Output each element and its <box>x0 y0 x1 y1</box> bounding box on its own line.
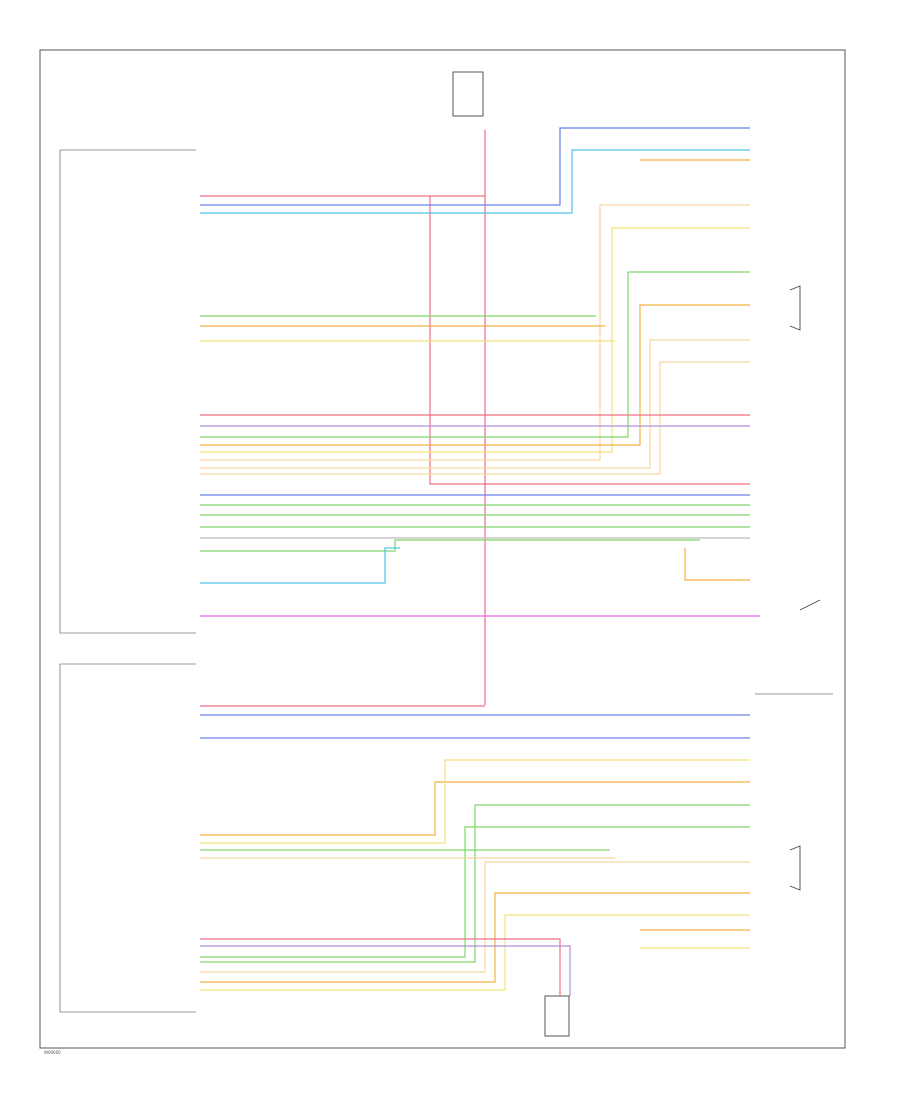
seat-switch-lower <box>789 845 801 891</box>
wire <box>200 914 750 991</box>
wire <box>200 861 750 973</box>
brake-switch <box>799 599 821 611</box>
wire <box>200 804 750 963</box>
wire <box>200 938 561 996</box>
wire <box>684 548 750 581</box>
wire <box>200 539 700 552</box>
wire <box>200 361 750 475</box>
wire <box>200 127 750 206</box>
wire <box>200 892 750 983</box>
wire <box>200 826 750 958</box>
wire <box>200 149 750 214</box>
driver-module-outline <box>59 149 196 634</box>
wire-group <box>200 127 760 996</box>
diagram-frame <box>39 49 846 1049</box>
passenger-module-outline <box>59 663 196 1013</box>
wire <box>200 339 750 469</box>
wire <box>200 227 750 453</box>
fuse-block <box>452 71 484 117</box>
wire <box>200 547 400 584</box>
dimmer-module <box>544 995 570 1037</box>
wire <box>200 781 750 836</box>
wire <box>200 945 571 996</box>
wire <box>200 304 750 446</box>
wire <box>200 204 750 461</box>
diagram-id-label: W00000 <box>44 1050 61 1055</box>
wire <box>429 196 750 485</box>
wire <box>200 759 750 844</box>
seat-switch-upper <box>789 285 801 331</box>
wire <box>200 271 750 438</box>
